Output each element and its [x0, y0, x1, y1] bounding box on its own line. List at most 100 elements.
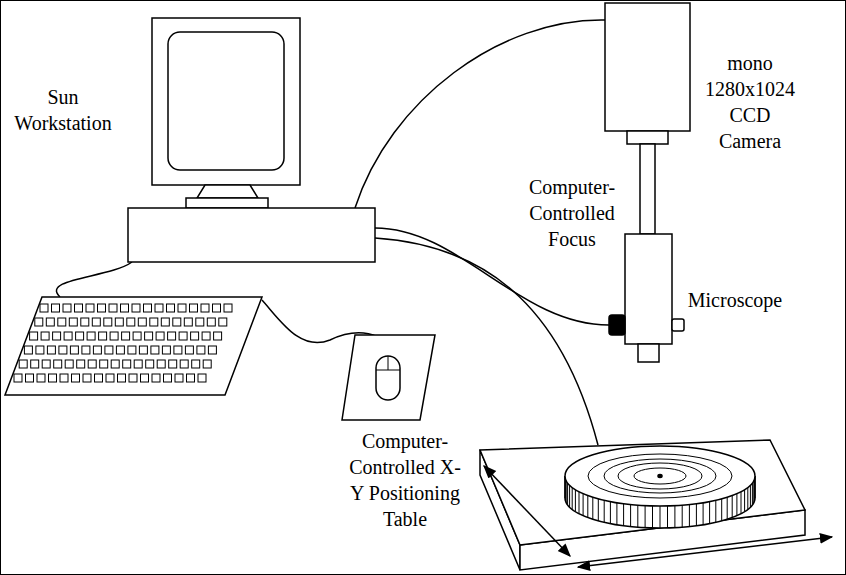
knurl-stroke [660, 506, 661, 528]
key [72, 374, 80, 382]
key [106, 374, 114, 382]
computer-box [128, 208, 375, 262]
key [116, 346, 124, 354]
knurl-stroke [579, 492, 580, 514]
knurl-stroke [709, 502, 710, 524]
key [93, 346, 101, 354]
table-label: Computer- Controlled X-Y Positioning Tab… [347, 428, 463, 532]
key [202, 332, 210, 340]
x-axis-arrow [578, 537, 832, 567]
knurl-stroke [630, 505, 631, 527]
key [190, 304, 198, 312]
key [118, 374, 126, 382]
key [26, 374, 34, 382]
camera-mount [627, 131, 668, 144]
key [99, 332, 107, 340]
knurl-stroke [572, 488, 573, 510]
mouse [376, 356, 400, 400]
key [196, 318, 204, 326]
knurl-stroke [736, 494, 737, 516]
key [31, 360, 39, 368]
knurl-stroke [741, 492, 742, 514]
key [146, 360, 154, 368]
positioning-table [480, 440, 805, 570]
key [19, 360, 27, 368]
key [179, 332, 187, 340]
key [70, 346, 78, 354]
key [201, 304, 209, 312]
knurl-stroke [652, 506, 653, 528]
key [42, 360, 50, 368]
key [161, 318, 169, 326]
key [88, 360, 96, 368]
microscope-label: Microscope [688, 287, 782, 313]
camera-label: mono 1280x1024 CCD Camera [700, 50, 800, 154]
key [76, 332, 84, 340]
mouse-buttons [376, 356, 400, 370]
knurl-stroke [567, 483, 568, 505]
key [87, 332, 95, 340]
key [134, 360, 142, 368]
knurl-stroke [715, 500, 716, 522]
focus-knob [609, 315, 625, 335]
key [60, 374, 68, 382]
key [59, 346, 67, 354]
knurl-stroke [721, 499, 722, 521]
knurl-stroke [616, 503, 617, 525]
key [175, 374, 183, 382]
key [152, 374, 160, 382]
key [174, 346, 182, 354]
knurl-stroke [610, 502, 611, 524]
key [82, 346, 90, 354]
key [98, 304, 106, 312]
knurl-stroke [587, 496, 588, 518]
key [224, 304, 232, 312]
key [185, 346, 193, 354]
key [187, 374, 195, 382]
specimen-disk [565, 446, 755, 528]
key [77, 360, 85, 368]
key [180, 360, 188, 368]
knurl-stroke [744, 490, 745, 512]
key [40, 304, 48, 312]
knurl-stroke [727, 497, 728, 519]
mouse-pad [342, 335, 435, 420]
knurl-stroke [583, 494, 584, 516]
knurl-stroke [637, 505, 638, 527]
key [144, 304, 152, 312]
knurl-stroke [689, 505, 690, 527]
key [141, 374, 149, 382]
key [109, 304, 117, 312]
knurl-stroke [696, 504, 697, 526]
key [167, 304, 175, 312]
key [133, 332, 141, 340]
knurl-stroke [703, 503, 704, 525]
key [95, 374, 103, 382]
key [191, 332, 199, 340]
disk-center [658, 475, 662, 478]
knurl-stroke [623, 504, 624, 526]
knurl-stroke [565, 478, 566, 500]
key [207, 318, 215, 326]
knurl-stroke [753, 481, 754, 503]
knurl-stroke [569, 485, 570, 507]
key [145, 332, 153, 340]
key [169, 360, 177, 368]
workstation-label: Sun Workstation [4, 84, 122, 136]
knurl-stroke [604, 500, 605, 522]
knurl-stroke [592, 497, 593, 519]
knurl-stroke [566, 481, 567, 503]
camera-microscope [605, 3, 690, 362]
monitor [152, 18, 300, 208]
key [198, 374, 206, 382]
objective-lens [638, 344, 659, 362]
key [184, 318, 192, 326]
monitor-case [152, 18, 300, 185]
disk-top [565, 446, 755, 506]
key [81, 318, 89, 326]
key [36, 346, 44, 354]
key [24, 346, 32, 354]
key [41, 332, 49, 340]
